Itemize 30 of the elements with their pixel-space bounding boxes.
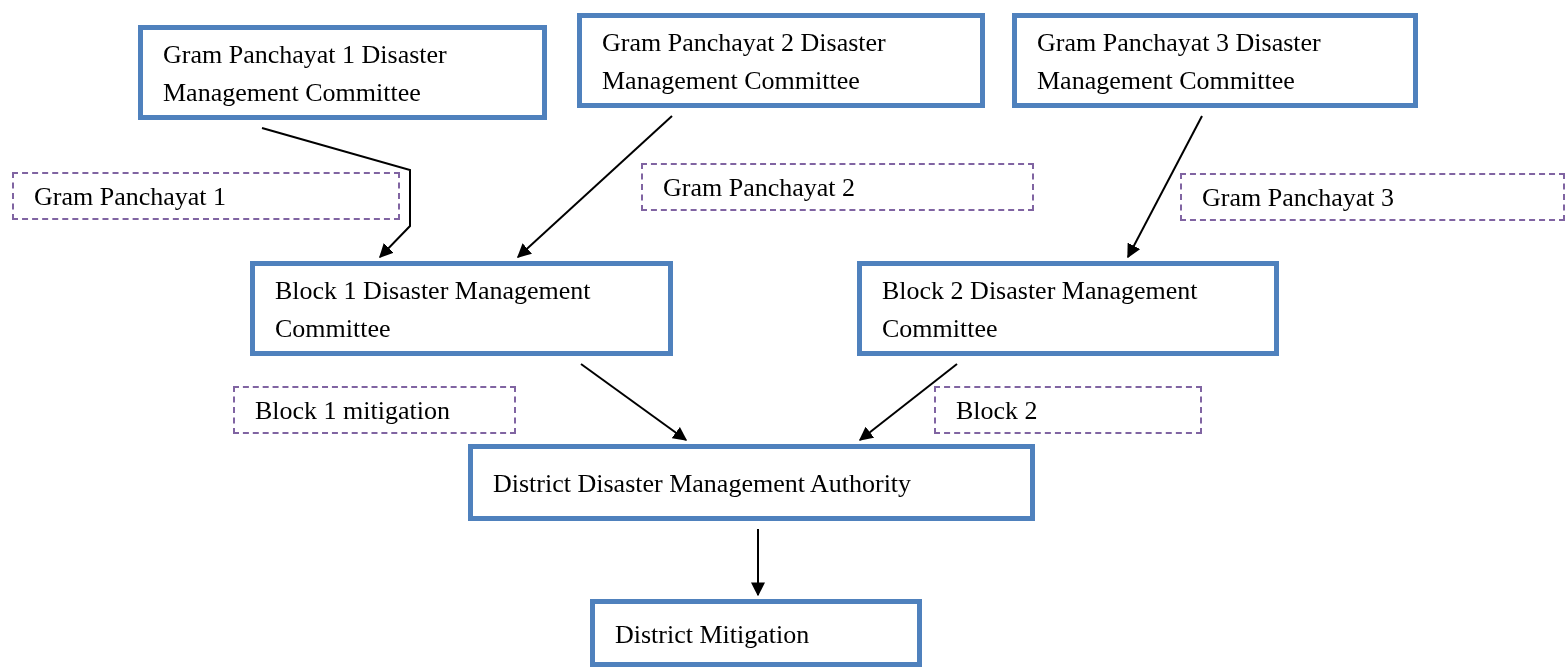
box-label: District Disaster Management Authority — [493, 468, 913, 500]
box-label: Gram Panchayat 2 — [663, 172, 857, 204]
box-label: Gram Panchayat 3 — [1202, 182, 1396, 214]
dashed-box — [12, 172, 400, 220]
dashed-box — [641, 163, 1034, 211]
arrow — [1127, 115, 1203, 259]
arrow — [858, 363, 958, 441]
dashed-box — [1180, 173, 1565, 221]
committee-box — [577, 13, 985, 108]
arrow — [516, 115, 673, 258]
box-label: Gram Panchayat 1 — [34, 181, 228, 213]
dashed-box — [934, 386, 1202, 434]
box-label: Block 1 mitigation — [255, 395, 451, 427]
box-label: Gram Panchayat 3 Disaster Management Committee — [1037, 27, 1322, 97]
committee-box — [138, 25, 547, 120]
arrow — [751, 528, 765, 597]
box-label: Block 2 Disaster Management Committee — [882, 275, 1199, 345]
committee-box — [250, 261, 673, 356]
box-label: District Mitigation — [615, 619, 811, 651]
arrow — [580, 363, 688, 441]
committee-box — [857, 261, 1279, 356]
committee-box — [1012, 13, 1418, 108]
committee-box — [590, 599, 922, 667]
box-label: Block 2 — [956, 395, 1039, 427]
box-label: Block 1 Disaster Management Committee — [275, 275, 592, 345]
box-label: Gram Panchayat 1 Disaster Management Committee — [163, 39, 448, 109]
dashed-box — [233, 386, 516, 434]
committee-box — [468, 444, 1035, 521]
arrow — [261, 127, 411, 258]
box-label: Gram Panchayat 2 Disaster Management Committee — [602, 27, 887, 97]
